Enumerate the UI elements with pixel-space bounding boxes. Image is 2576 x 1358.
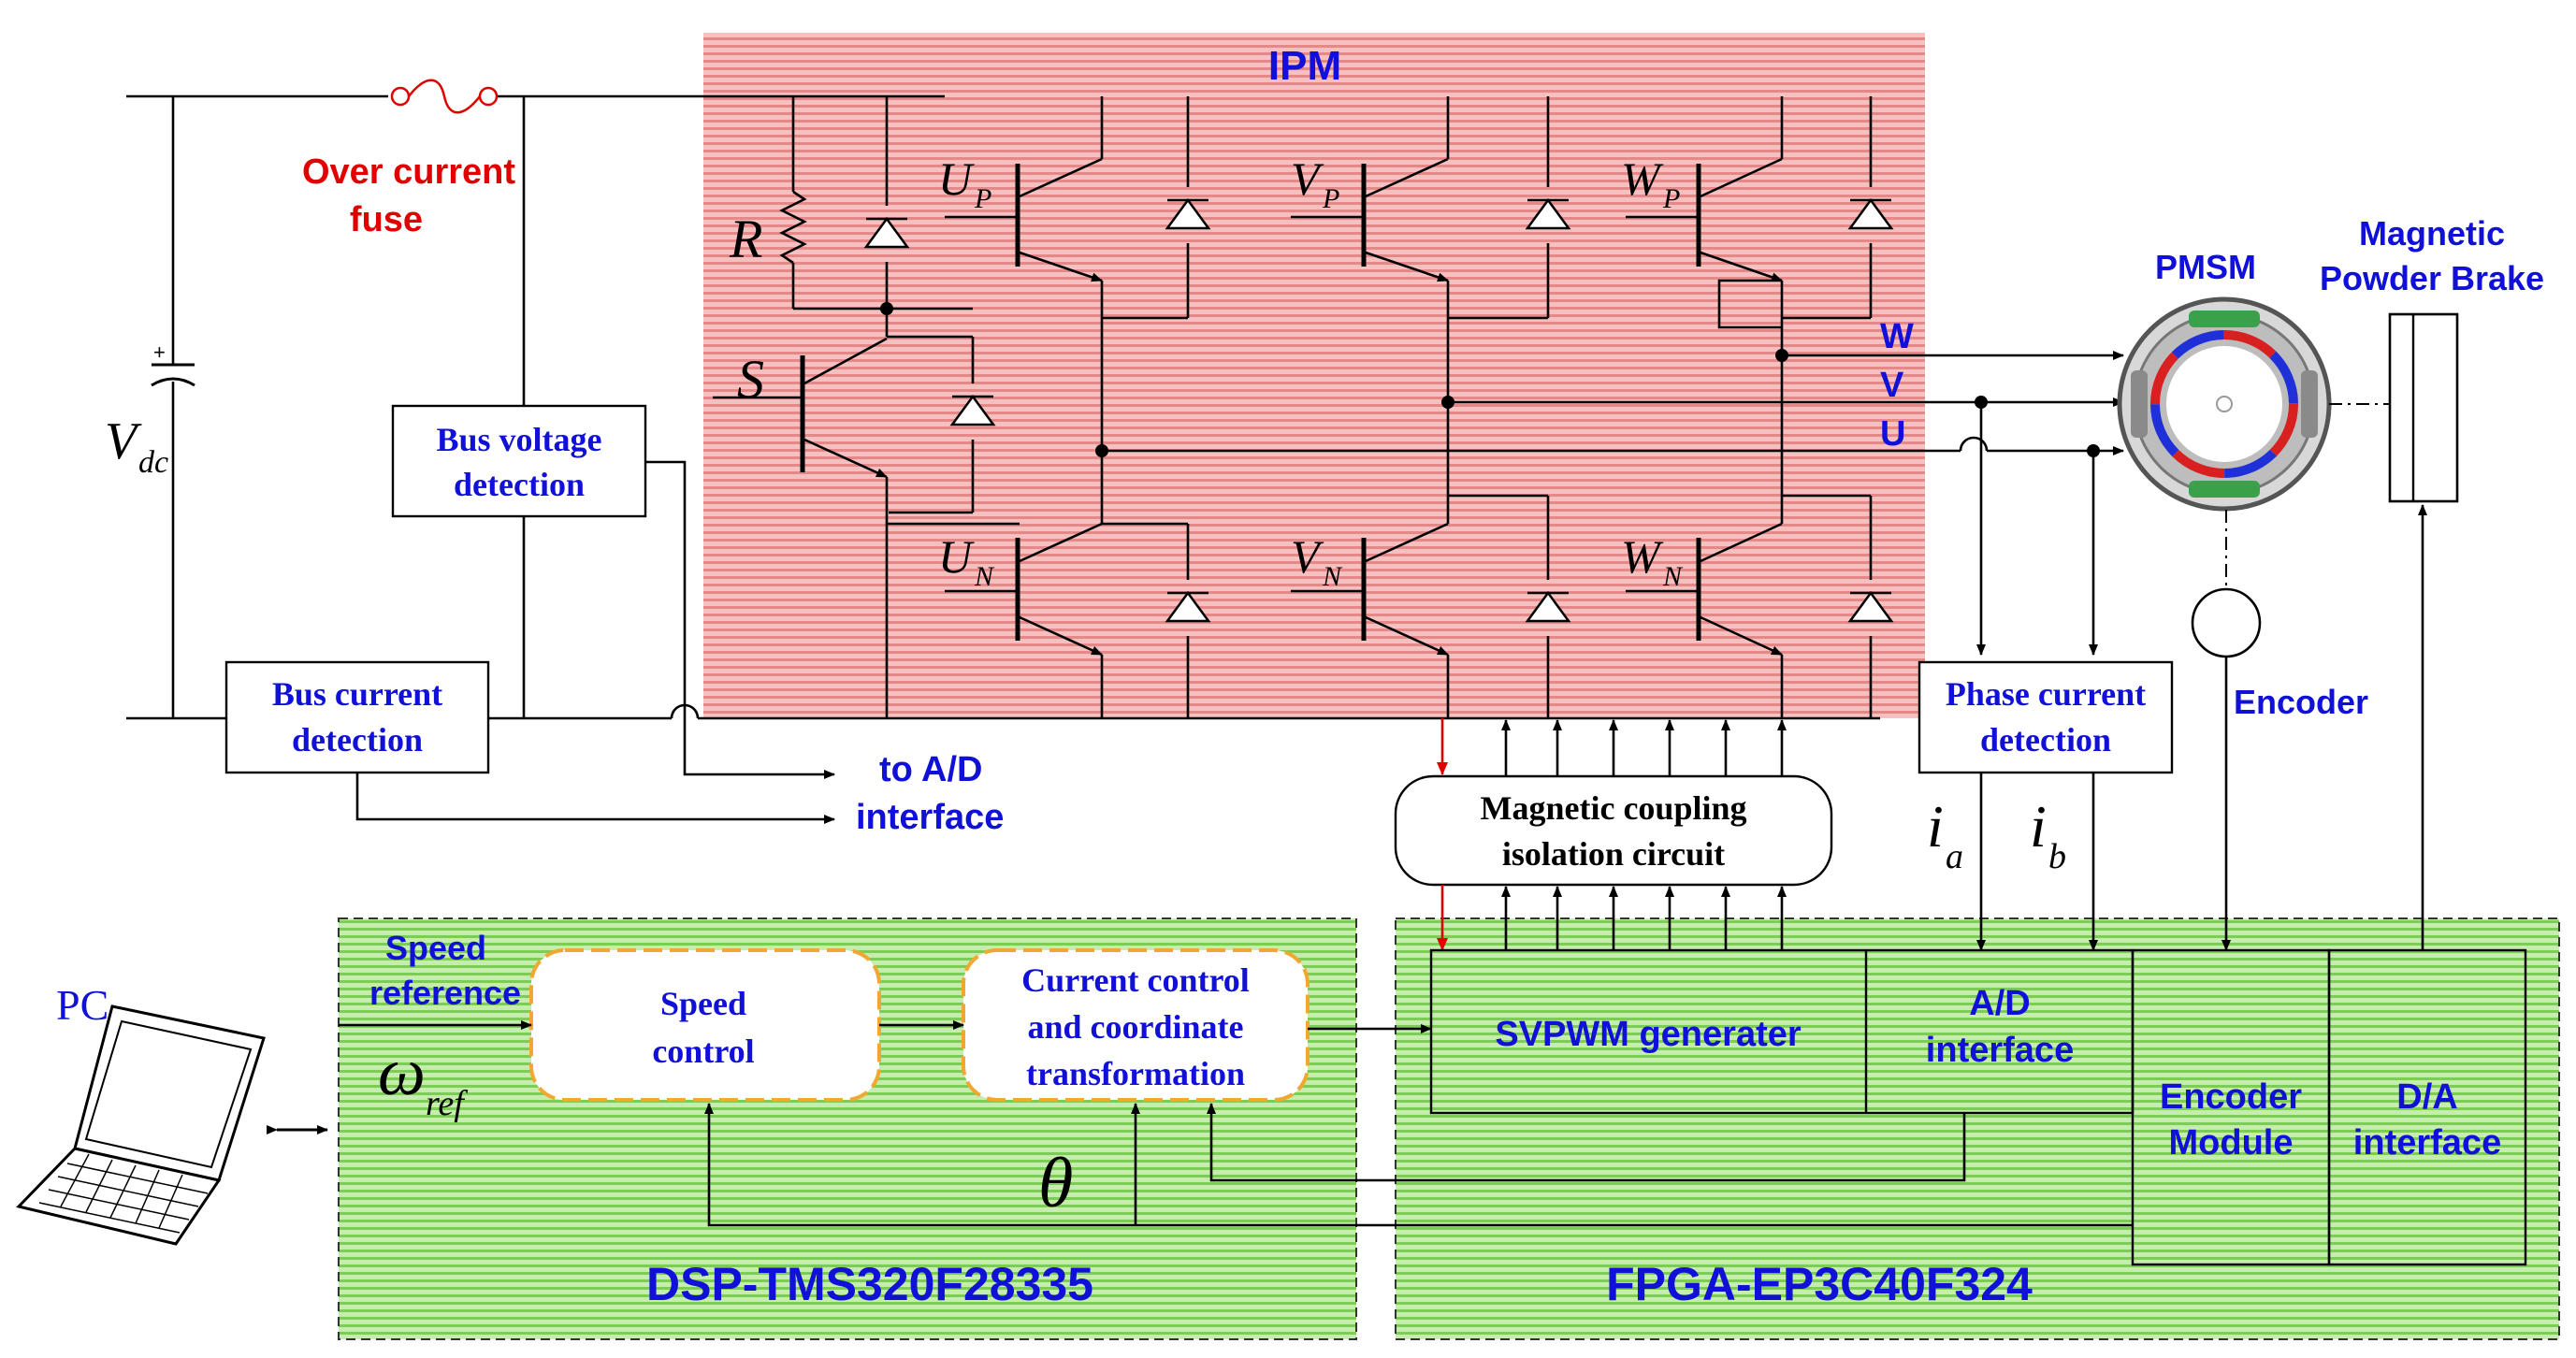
to-ad-label-line2: interface — [856, 798, 1004, 837]
encoder-icon — [2191, 587, 2262, 658]
un-label: U — [938, 530, 975, 583]
switch-s-label: S — [737, 349, 764, 410]
wp-subscript: P — [1662, 183, 1680, 214]
vp-subscript: P — [1322, 183, 1339, 214]
vn-label: V — [1291, 530, 1324, 583]
vp-label: V — [1291, 152, 1324, 205]
brake-label-line1: Magnetic — [2359, 214, 2505, 253]
wn-label: W — [1621, 530, 1664, 583]
vdc-label: V — [105, 412, 142, 470]
svpwm-label: SVPWM generater — [1495, 1015, 1802, 1054]
theta-label: θ — [1038, 1144, 1073, 1222]
encoder-module-line1: Encoder — [2160, 1077, 2302, 1117]
phase-current-line1: Phase current — [1946, 675, 2146, 713]
mag-line1: Magnetic coupling — [1481, 789, 1747, 827]
current-control-line2: and coordinate — [1027, 1008, 1243, 1046]
fuse-label-line1: Over current — [302, 152, 515, 192]
phase-current-detection-box — [1918, 660, 2174, 774]
speed-control-box — [529, 948, 881, 1102]
encoder-label: Encoder — [2234, 683, 2368, 721]
speed-reference-line2: reference — [369, 974, 521, 1012]
omega-ref-subscript: ref — [426, 1084, 468, 1123]
pc-label: PC — [56, 981, 109, 1029]
da-label-line1: D/A — [2396, 1077, 2457, 1117]
ia-subscript: a — [1946, 837, 1963, 876]
current-control-line3: transformation — [1026, 1055, 1245, 1092]
control-flow-wiring — [339, 1020, 2133, 1227]
bus-voltage-line1: Bus voltage — [436, 421, 601, 458]
phase-current-line2: detection — [1980, 721, 2111, 758]
mag-line2: isolation circuit — [1502, 835, 1725, 873]
fuse-icon — [390, 79, 499, 114]
ad-label-line2: interface — [1926, 1031, 2074, 1070]
dc-bus-wiring — [126, 94, 1880, 720]
brake-label-line2: Powder Brake — [2320, 259, 2544, 297]
bus-voltage-line2: detection — [454, 466, 585, 503]
ad-label-line1: A/D — [1969, 984, 2030, 1023]
gate-signal-arrows — [1501, 719, 1787, 950]
bus-voltage-detection-box — [391, 404, 647, 518]
fpga-board — [1395, 917, 2560, 1340]
vdc-subscript: dc — [138, 445, 168, 480]
up-label: U — [938, 152, 975, 205]
speed-control-line1: Speed — [660, 985, 746, 1022]
diode-icons — [863, 197, 1894, 623]
phase-v-label: V — [1880, 366, 1904, 405]
un-subscript: N — [974, 561, 995, 592]
wp-label: W — [1621, 152, 1664, 205]
inverter-wiring — [713, 96, 2124, 718]
phase-w-label: W — [1880, 317, 1914, 356]
ib-label: i — [2030, 793, 2047, 860]
vn-subscript: N — [1322, 561, 1343, 592]
current-control-box — [962, 948, 1310, 1102]
to-ad-label-line1: to A/D — [879, 750, 982, 789]
ipm-region — [703, 33, 1925, 718]
phase-u-label: U — [1880, 414, 1905, 454]
speed-reference-line1: Speed — [385, 929, 486, 967]
current-control-line1: Current control — [1021, 961, 1250, 999]
bus-current-line1: Bus current — [272, 675, 442, 713]
laptop-icon — [16, 1004, 266, 1246]
ipm-label: IPM — [1268, 43, 1341, 89]
omega-ref-label: ω — [378, 1034, 426, 1109]
encoder-module-line2: Module — [2169, 1123, 2294, 1163]
pmsm-label: PMSM — [2155, 248, 2256, 286]
wn-subscript: N — [1662, 561, 1684, 592]
bus-current-line2: detection — [292, 721, 423, 758]
dsp-label: DSP-TMS320F28335 — [646, 1258, 1093, 1310]
magnetic-powder-brake-icon — [2388, 312, 2459, 503]
bus-current-detection-box — [224, 660, 490, 774]
fuse-label-line2: fuse — [350, 200, 423, 239]
ib-subscript: b — [2048, 837, 2066, 876]
pmsm-motor-icon — [2117, 296, 2332, 512]
svg-text:+: + — [153, 340, 166, 364]
speed-control-line2: control — [652, 1033, 754, 1070]
ia-label: i — [1927, 793, 1944, 860]
resistor-label: R — [729, 209, 762, 269]
fpga-label: FPGA-EP3C40F324 — [1606, 1258, 2033, 1310]
up-subscript: P — [974, 183, 991, 214]
capacitor-icon: + — [151, 340, 195, 387]
da-label-line2: interface — [2353, 1123, 2501, 1163]
